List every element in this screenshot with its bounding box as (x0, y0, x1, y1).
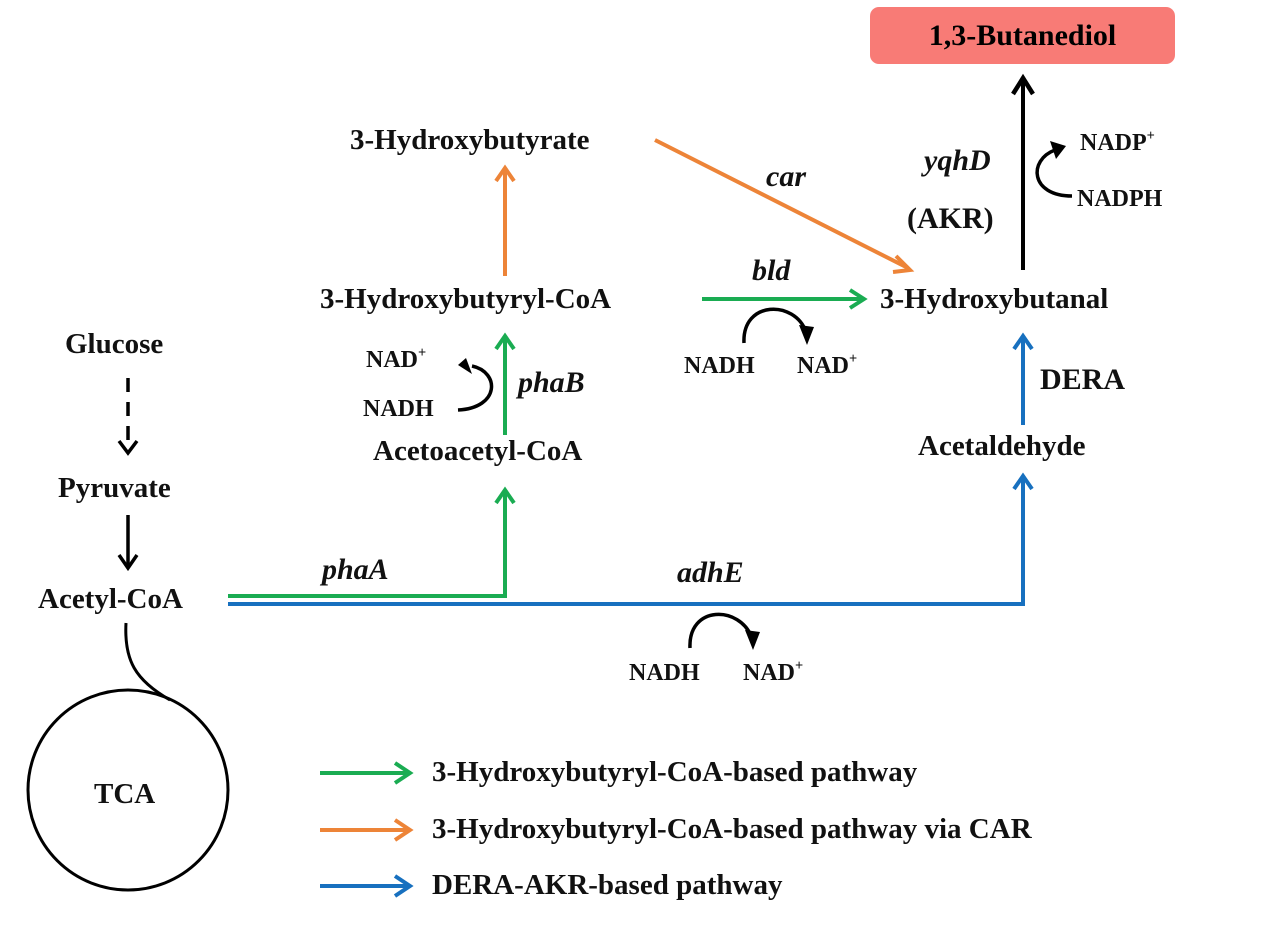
cofactor-text: NAD (797, 353, 849, 379)
phaB-cofactor-arrow (457, 358, 494, 412)
cofactor-adhE-in: NADH (629, 660, 700, 686)
bld-cofactor-arrow (742, 307, 814, 345)
superscript-plus: + (1146, 127, 1155, 144)
cofactor-yqhD-out: NADP+ (1080, 127, 1155, 157)
legend-label-blue: DERA-AKR-based pathway (432, 869, 783, 901)
arrow-phaB (494, 332, 516, 435)
enzyme-phaA: phaA (322, 553, 389, 586)
arrow-car (654, 138, 915, 274)
legend-label-orange: 3-Hydroxybutyryl-CoA-based pathway via C… (432, 813, 1032, 845)
cofactor-text: NAD (366, 347, 418, 373)
metabolite-pyruvate: Pyruvate (58, 472, 171, 504)
arrow-dera (1012, 332, 1034, 425)
product-box-butanediol: 1,3-Butanediol (870, 7, 1175, 64)
enzyme-dera: DERA (1040, 363, 1126, 396)
acetylcoa-to-tca-link (124, 622, 171, 702)
arrow-phaA (228, 486, 516, 598)
tca-cycle-circle (26, 688, 230, 892)
yqhD-cofactor-arrow (1035, 141, 1073, 198)
metabolite-3-hydroxybutyrate: 3-Hydroxybutyrate (350, 124, 590, 156)
metabolite-acetaldehyde: Acetaldehyde (918, 430, 1086, 462)
superscript-plus: + (849, 350, 858, 367)
cofactor-text: NAD (743, 660, 795, 686)
enzyme-car: car (766, 160, 806, 193)
metabolite-acetyl-coa: Acetyl-CoA (38, 583, 183, 615)
legend-arrow-blue (320, 874, 414, 898)
arrow-glucose-to-pyruvate (117, 378, 139, 456)
arrow-yqhD (1011, 73, 1035, 270)
arrow-bld (702, 288, 868, 310)
cofactor-bld-in: NADH (684, 353, 755, 379)
cofactor-phaB-in: NADH (363, 396, 434, 422)
superscript-plus: + (418, 344, 427, 361)
arrow-adhE (228, 472, 1034, 606)
enzyme-akr: (AKR) (907, 202, 994, 235)
enzyme-yqhD: yqhD (924, 144, 991, 177)
superscript-plus: + (795, 657, 804, 674)
product-label: 1,3-Butanediol (928, 18, 1117, 52)
metabolite-acetoacetyl-coa: Acetoacetyl-CoA (373, 435, 583, 467)
enzyme-adhE: adhE (677, 556, 744, 589)
arrow-pyruvate-to-acetylcoa (117, 515, 139, 572)
enzyme-phaB: phaB (518, 366, 585, 399)
cofactor-yqhD-in: NADPH (1077, 186, 1163, 212)
adhE-cofactor-arrow (688, 612, 760, 650)
metabolite-3-hydroxybutyryl-coa: 3-Hydroxybutyryl-CoA (320, 283, 612, 315)
cofactor-bld-out: NAD+ (797, 350, 858, 380)
metabolite-glucose: Glucose (65, 328, 164, 360)
arrow-to-hydroxybutyrate (494, 164, 516, 276)
enzyme-bld: bld (752, 254, 791, 287)
legend-arrow-green (320, 761, 414, 785)
legend-arrow-orange (320, 818, 414, 842)
metabolite-tca: TCA (94, 778, 156, 810)
metabolite-3-hydroxybutanal: 3-Hydroxybutanal (880, 283, 1109, 315)
cofactor-adhE-out: NAD+ (743, 657, 804, 687)
cofactor-phaB-out: NAD+ (366, 344, 427, 374)
legend-label-green: 3-Hydroxybutyryl-CoA-based pathway (432, 756, 918, 788)
cofactor-text: NADP (1080, 130, 1147, 156)
